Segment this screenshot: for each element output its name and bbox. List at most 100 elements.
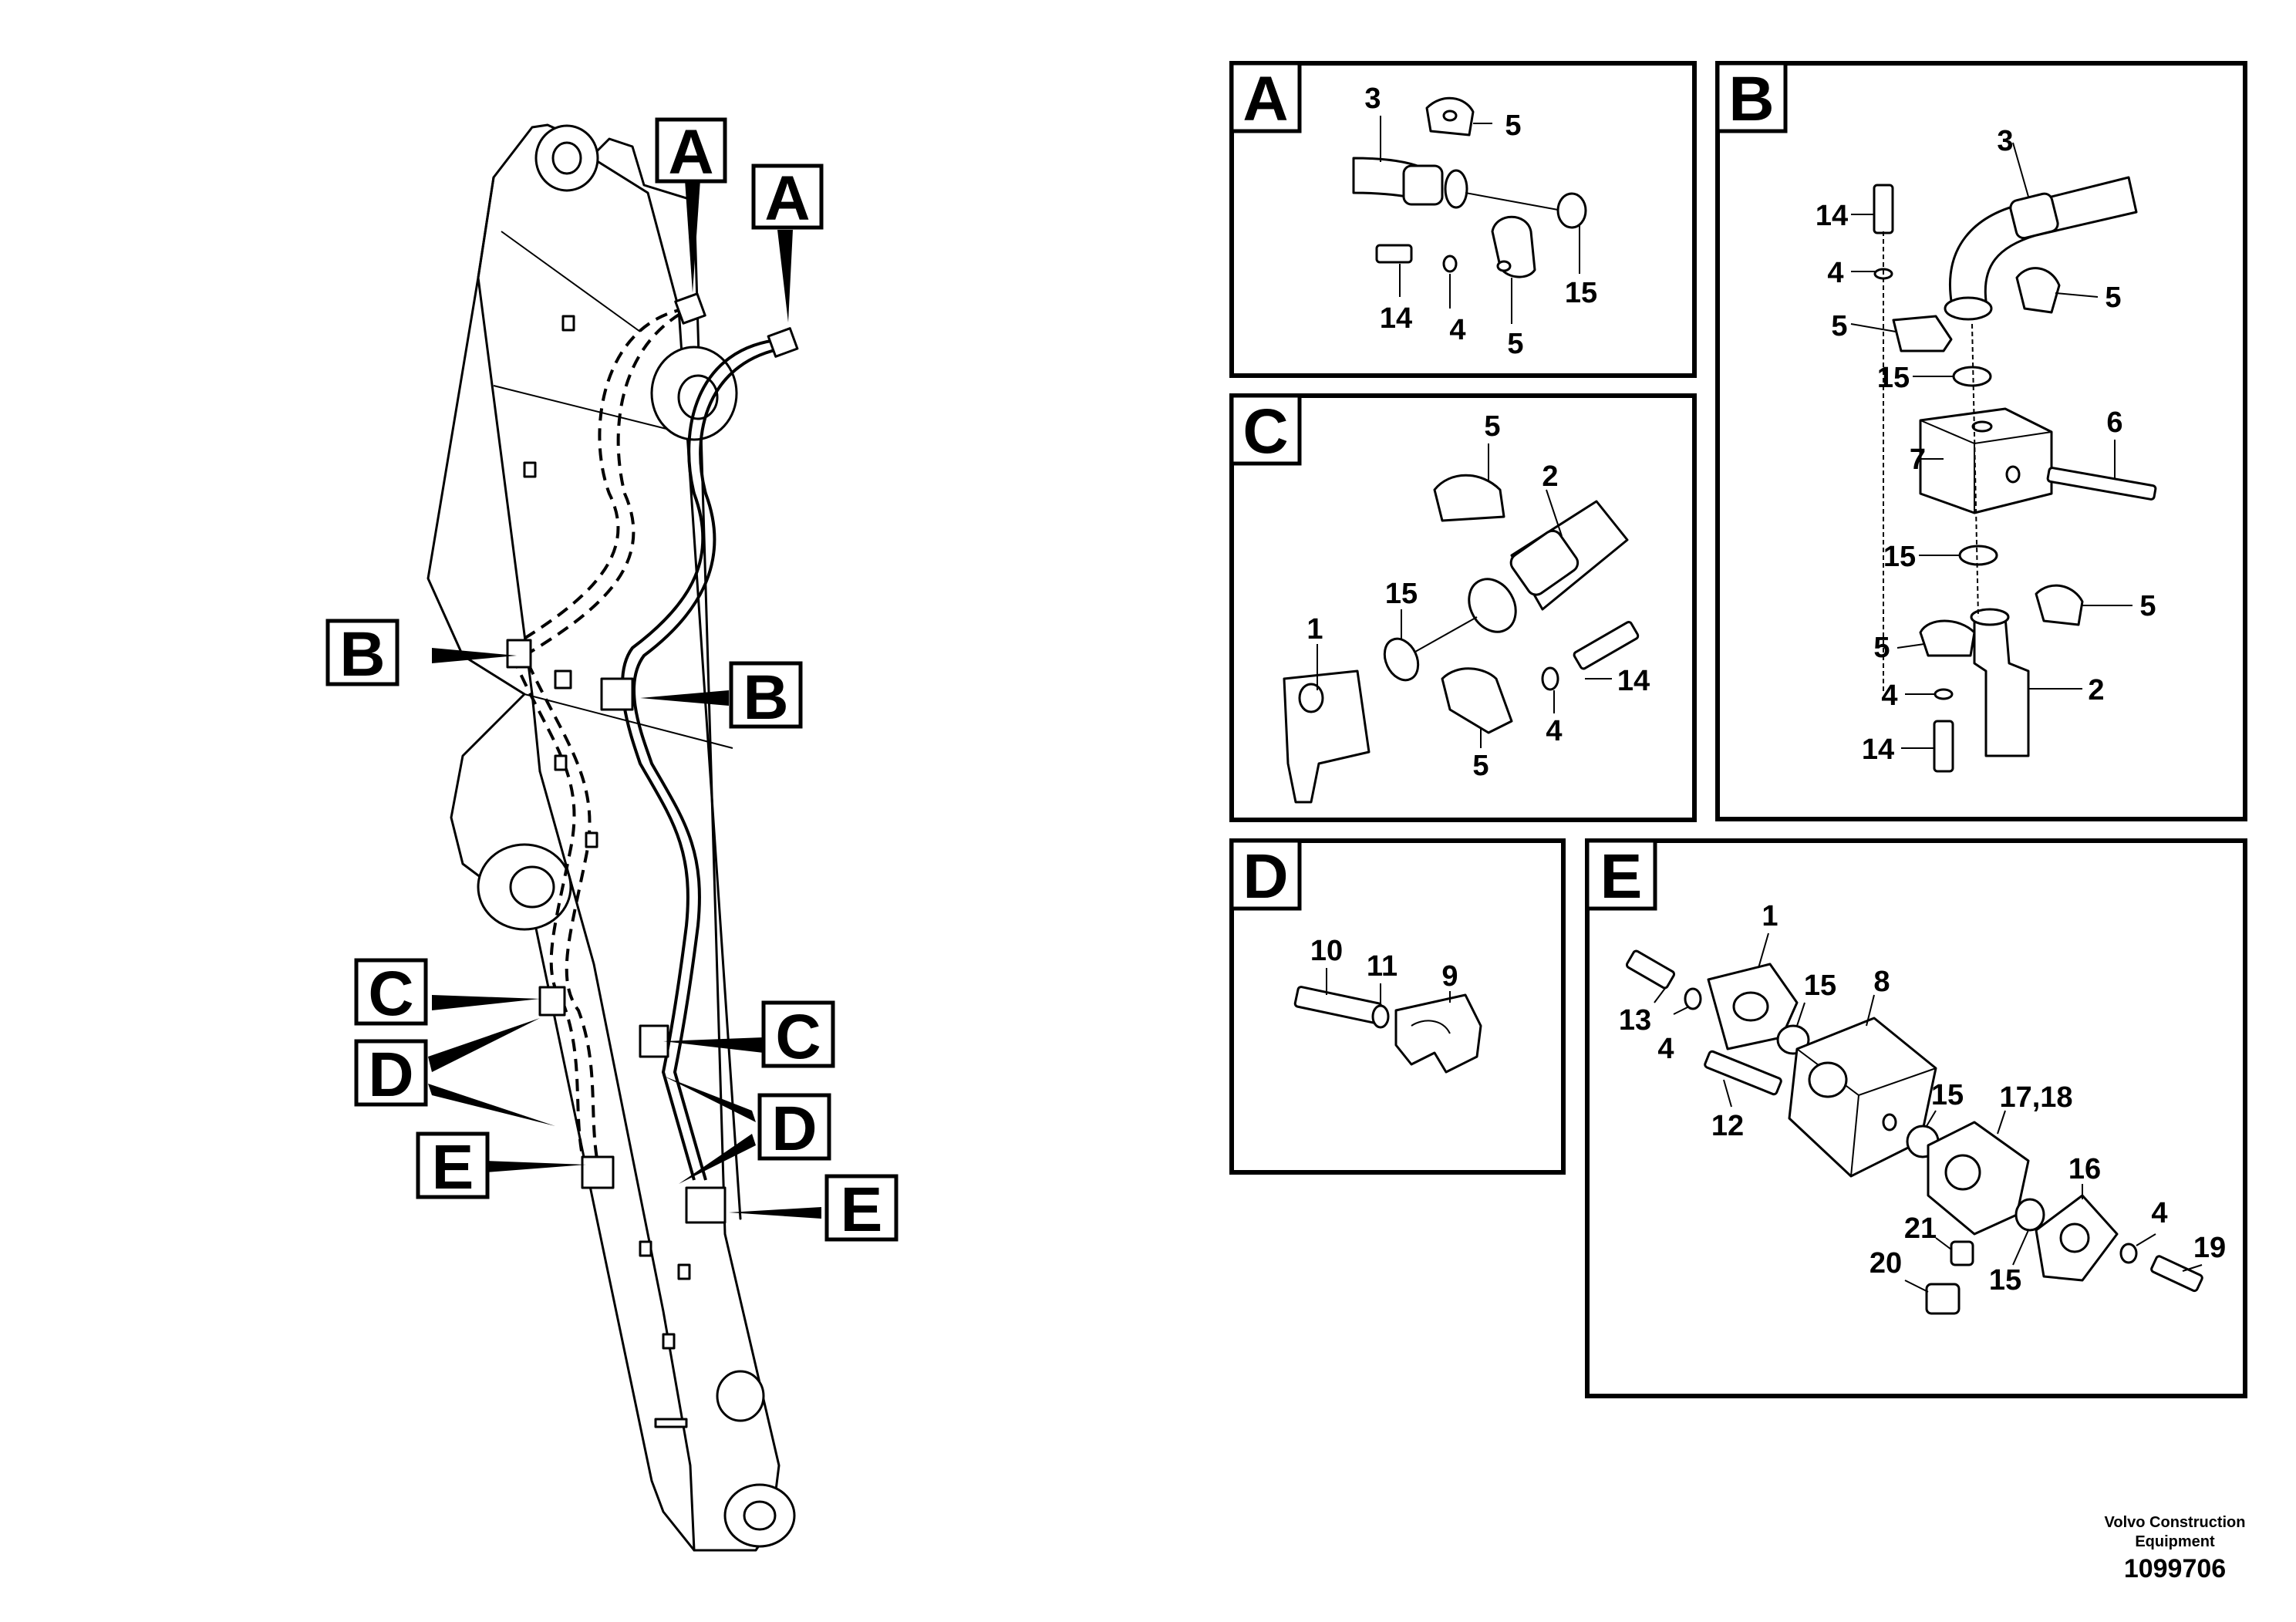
hidden-hose-line-2 <box>522 303 699 1181</box>
part-number: 5 <box>2105 282 2121 314</box>
hose-ferrule <box>1402 164 1444 206</box>
callout-C-label: C <box>368 959 413 1029</box>
part-number: 8 <box>1873 966 1890 998</box>
split-flange-half <box>2015 267 2061 314</box>
flange-end <box>1944 296 1993 321</box>
axis-line <box>1465 192 1559 211</box>
boom-illustration: A A B B C C D D <box>325 117 899 1552</box>
fitting-a2 <box>767 327 799 358</box>
hose-part <box>1973 615 2030 757</box>
part-number: 15 <box>1989 1264 2021 1297</box>
clamp-hole <box>1442 110 1458 122</box>
part-number: 4 <box>2151 1197 2167 1229</box>
bottom-pivot-hole <box>743 1500 777 1531</box>
block-hole <box>2005 465 2021 484</box>
bolt-part <box>1704 1050 1782 1096</box>
part-number: 10 <box>1310 935 1343 967</box>
callout-A-label: A <box>764 164 810 234</box>
mid-pivot-hole <box>509 865 555 909</box>
company-name: Equipment <box>2135 1533 2215 1550</box>
callout-E-left: E <box>416 1131 490 1202</box>
fitting-c1 <box>538 986 566 1017</box>
fitting-e1 <box>581 1155 615 1189</box>
part-number: 4 <box>1546 715 1562 747</box>
o-ring <box>1958 545 1998 566</box>
part-number: 5 <box>1507 328 1523 360</box>
boom-outline <box>426 123 781 1552</box>
leader-lines <box>1850 142 2132 749</box>
split-flange-half <box>2035 584 2084 626</box>
callout-A-top: A <box>655 117 727 187</box>
leader-lines <box>1654 932 2203 1293</box>
callout-A-right: A <box>751 164 824 234</box>
part-number: 14 <box>1617 665 1650 697</box>
part-number: 1 <box>1306 613 1323 646</box>
plug-part <box>1925 1283 1961 1315</box>
bolt-part <box>2150 1255 2203 1293</box>
top-pivot-hole <box>551 141 582 175</box>
part-number: 4 <box>1881 679 1897 712</box>
bolt-part <box>2046 467 2157 501</box>
plug-part <box>1950 1240 1974 1266</box>
washer-part <box>1934 688 1954 700</box>
callout-D-label: D <box>368 1040 413 1110</box>
callout-C-left: C <box>354 958 428 1029</box>
part-number: 12 <box>1711 1110 1744 1142</box>
callout-B-left: B <box>325 619 400 690</box>
part-number: 17,18 <box>1999 1081 2072 1114</box>
detail-panel-B: B <box>1715 61 2247 821</box>
part-number: 15 <box>1804 969 1836 1002</box>
detail-panel-E: E <box>1585 838 2247 1398</box>
part-number: 3 <box>1997 125 2013 157</box>
part-number: 4 <box>1449 314 1465 346</box>
part-number: 15 <box>1883 541 1916 573</box>
part-number: 15 <box>1385 578 1418 610</box>
bolt-part <box>1873 184 1894 234</box>
part-number: 4 <box>1827 257 1843 289</box>
part-number: 11 <box>1367 950 1397 983</box>
detail-panel-C: C 5 2 15 1 14 4 5 <box>1229 393 1697 822</box>
part-number: 15 <box>1931 1079 1964 1111</box>
part-number: 2 <box>2088 674 2104 706</box>
split-flange-half <box>1892 315 1953 352</box>
part-number: 4 <box>1657 1033 1674 1065</box>
leader-lines <box>1380 116 1580 324</box>
washer-part <box>1442 255 1458 273</box>
bolt-part <box>1375 244 1413 264</box>
panel-E-title: E <box>1600 841 1643 912</box>
panel-C-title: C <box>1242 396 1288 467</box>
flange-end <box>1970 608 2010 626</box>
part-number: 14 <box>1862 733 1894 766</box>
clamp-hole <box>1496 260 1512 272</box>
callout-D-right: D <box>757 1093 831 1164</box>
part-number: 15 <box>1877 362 1910 394</box>
part-number: 5 <box>1472 750 1489 782</box>
part-number: 13 <box>1619 1004 1651 1037</box>
callout-C-right: C <box>761 1000 835 1072</box>
panel-A-title: A <box>1242 64 1288 134</box>
callout-D-left: D <box>354 1039 428 1110</box>
callout-pointers <box>428 180 821 1219</box>
bolt-part <box>1625 949 1676 990</box>
part-number: 5 <box>1505 110 1521 142</box>
part-number: 5 <box>1873 632 1890 664</box>
part-number: 21 <box>1904 1212 1937 1245</box>
part-number: 1 <box>1762 900 1778 932</box>
callout-B-label: B <box>339 619 385 690</box>
o-ring <box>1556 192 1587 229</box>
callout-B-label: B <box>743 663 788 733</box>
split-flange-half <box>1433 474 1505 522</box>
o-ring <box>2014 1198 2045 1232</box>
split-flange-half <box>1441 667 1513 734</box>
bolt-part <box>1573 621 1640 670</box>
plate-hole <box>1732 991 1769 1022</box>
hose-ferrule <box>2009 192 2059 240</box>
washer-part <box>1684 987 1702 1010</box>
washer-part <box>1371 1004 1390 1029</box>
detail-panel-A: A 3 5 15 14 4 5 <box>1229 61 1697 378</box>
company-name: Volvo Construction <box>2105 1514 2246 1531</box>
boom-top-edge <box>585 153 742 1220</box>
part-number: 5 <box>1484 410 1500 443</box>
footer: Volvo Construction Equipment 1099706 <box>2105 1514 2246 1583</box>
